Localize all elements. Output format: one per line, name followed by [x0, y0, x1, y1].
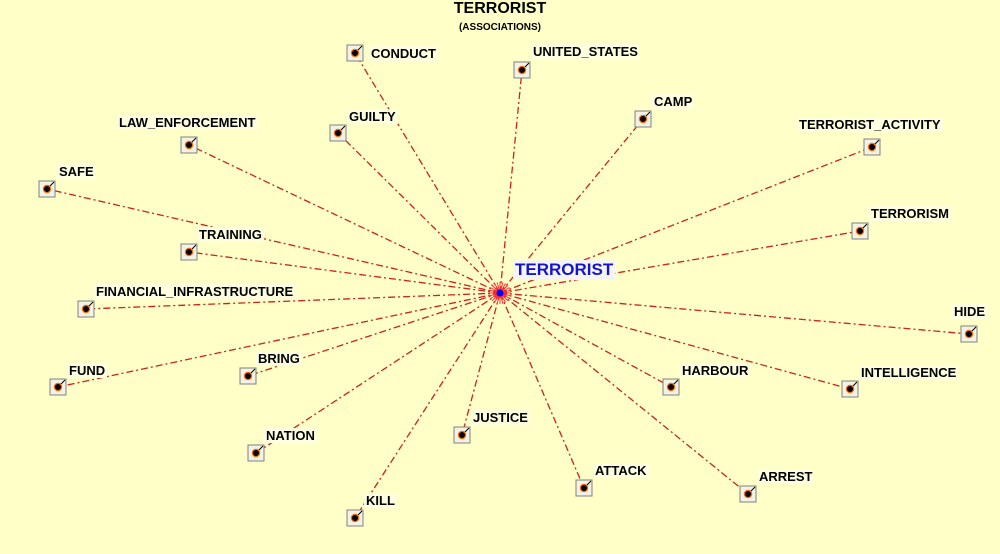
edge-fund: [57, 292, 501, 388]
label-intelligence: INTELLIGENCE: [859, 365, 959, 380]
node-kill[interactable]: [346, 509, 364, 527]
center-node-label[interactable]: TERRORIST: [513, 260, 616, 280]
node-terrorism[interactable]: [851, 222, 869, 240]
label-training: TRAINING: [197, 227, 264, 242]
edge-united-states: [499, 69, 523, 294]
edge-guilty: [337, 132, 501, 294]
node-hide[interactable]: [960, 325, 978, 343]
node-bring[interactable]: [239, 367, 257, 385]
edge-hide: [499, 292, 970, 335]
graph-subtitle: (ASSOCIATIONS): [458, 22, 542, 33]
node-training[interactable]: [180, 243, 198, 261]
node-united-states[interactable]: [513, 61, 531, 79]
edge-justice: [461, 292, 501, 436]
label-law-enforcement: LAW_ENFORCEMENT: [117, 115, 258, 130]
edge-training: [188, 251, 501, 294]
node-fund[interactable]: [49, 378, 67, 396]
label-camp: CAMP: [652, 94, 695, 109]
edge-attack: [499, 292, 585, 489]
label-justice: JUSTICE: [471, 410, 530, 425]
node-terrorist-activity[interactable]: [863, 138, 881, 156]
label-bring: BRING: [256, 351, 302, 366]
label-hide: HIDE: [952, 304, 988, 319]
label-conduct: CONDUCT: [369, 46, 438, 61]
edge-intelligence: [499, 292, 851, 390]
label-harbour: HARBOUR: [680, 363, 751, 378]
node-justice[interactable]: [453, 426, 471, 444]
edge-conduct: [354, 52, 501, 294]
center-node[interactable]: [489, 282, 511, 304]
label-nation: NATION: [264, 428, 317, 443]
graph-title: TERRORIST: [453, 0, 547, 17]
label-guilty: GUILTY: [347, 109, 398, 124]
node-conduct[interactable]: [346, 44, 364, 62]
edge-arrest: [499, 292, 749, 495]
label-attack: ATTACK: [593, 463, 649, 478]
node-intelligence[interactable]: [841, 380, 859, 398]
edge-safe: [46, 188, 501, 294]
label-fund: FUND: [67, 363, 108, 378]
edge-nation: [255, 292, 501, 454]
node-harbour[interactable]: [662, 378, 680, 396]
edge-harbour: [499, 292, 672, 388]
node-attack[interactable]: [575, 479, 593, 497]
label-united-states: UNITED_STATES: [531, 44, 640, 59]
label-terrorist-activity: TERRORIST_ACTIVITY: [797, 117, 943, 132]
edge-financial-infrastructure: [85, 292, 501, 310]
node-guilty[interactable]: [329, 124, 347, 142]
node-law-enforcement[interactable]: [180, 136, 198, 154]
node-financial-infrastructure[interactable]: [77, 300, 95, 318]
label-kill: KILL: [364, 493, 397, 508]
label-financial-infrastructure: FINANCIAL_INFRASTRUCTURE: [94, 284, 296, 299]
edge-terrorism: [499, 230, 861, 294]
label-terrorism: TERRORISM: [869, 206, 951, 221]
node-safe[interactable]: [38, 180, 56, 198]
node-camp[interactable]: [634, 110, 652, 128]
node-nation[interactable]: [247, 444, 265, 462]
edge-kill: [354, 292, 501, 519]
edge-law-enforcement: [188, 144, 501, 294]
node-arrest[interactable]: [739, 485, 757, 503]
label-safe: SAFE: [57, 164, 96, 179]
label-arrest: ARREST: [757, 469, 815, 484]
